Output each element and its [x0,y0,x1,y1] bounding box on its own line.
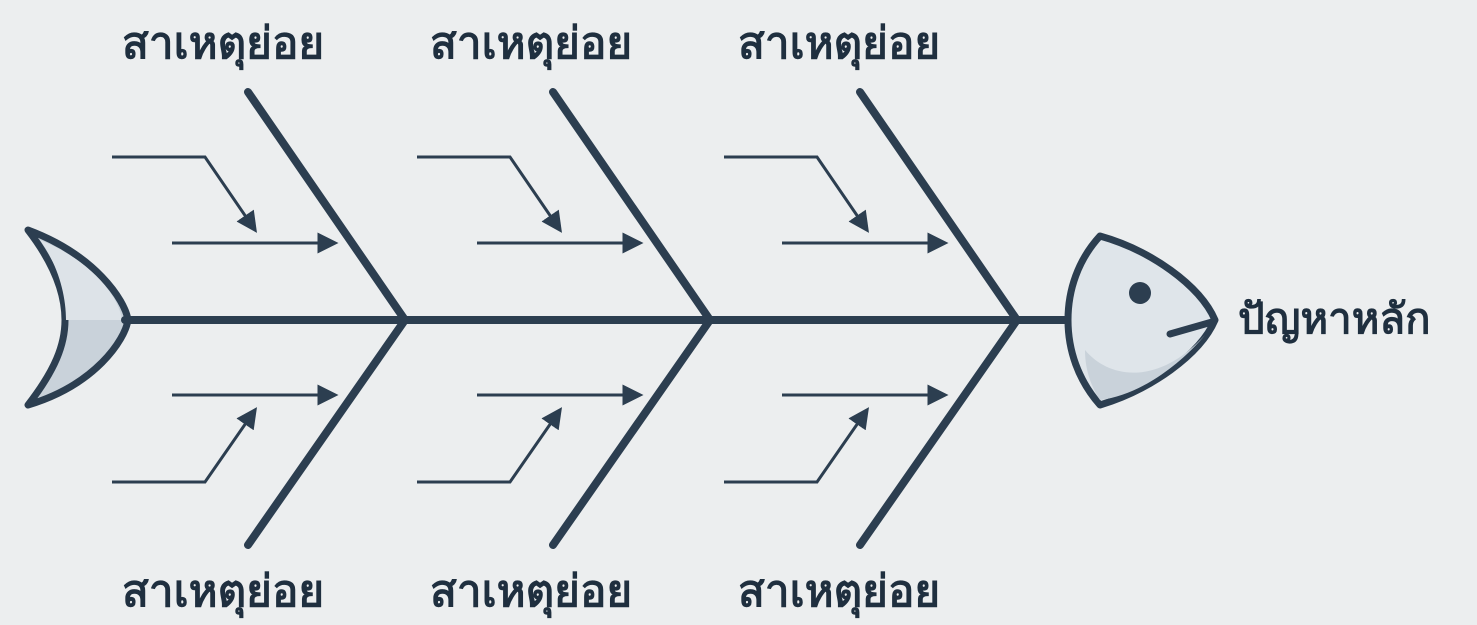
cause-label-top-3: สาเหตุย่อย [738,22,940,66]
rib-bottom-1 [248,320,405,545]
sub-arrow-bottom-elbow-2 [417,410,560,482]
sub-arrow-top-elbow-1 [112,157,255,230]
rib-bottom-3 [860,320,1017,545]
cause-label-top-2: สาเหตุย่อย [430,22,632,66]
fish-eye [1129,282,1151,304]
rib-top-2 [553,92,710,320]
cause-label-top-1: สาเหตุย่อย [122,22,324,66]
tail-fin [28,230,128,405]
sub-arrow-bottom-elbow-1 [112,410,255,482]
sub-arrow-top-elbow-3 [724,157,867,230]
rib-top-1 [248,92,405,320]
cause-label-bottom-3: สาเหตุย่อย [738,570,940,614]
cause-label-bottom-1: สาเหตุย่อย [122,570,324,614]
sub-arrow-bottom-elbow-3 [724,410,867,482]
rib-bottom-2 [553,320,710,545]
effect-label: ปัญหาหลัก [1238,298,1431,340]
rib-top-3 [860,92,1017,320]
fish-head [1068,236,1215,405]
sub-arrow-top-elbow-2 [417,157,560,230]
cause-label-bottom-2: สาเหตุย่อย [430,570,632,614]
